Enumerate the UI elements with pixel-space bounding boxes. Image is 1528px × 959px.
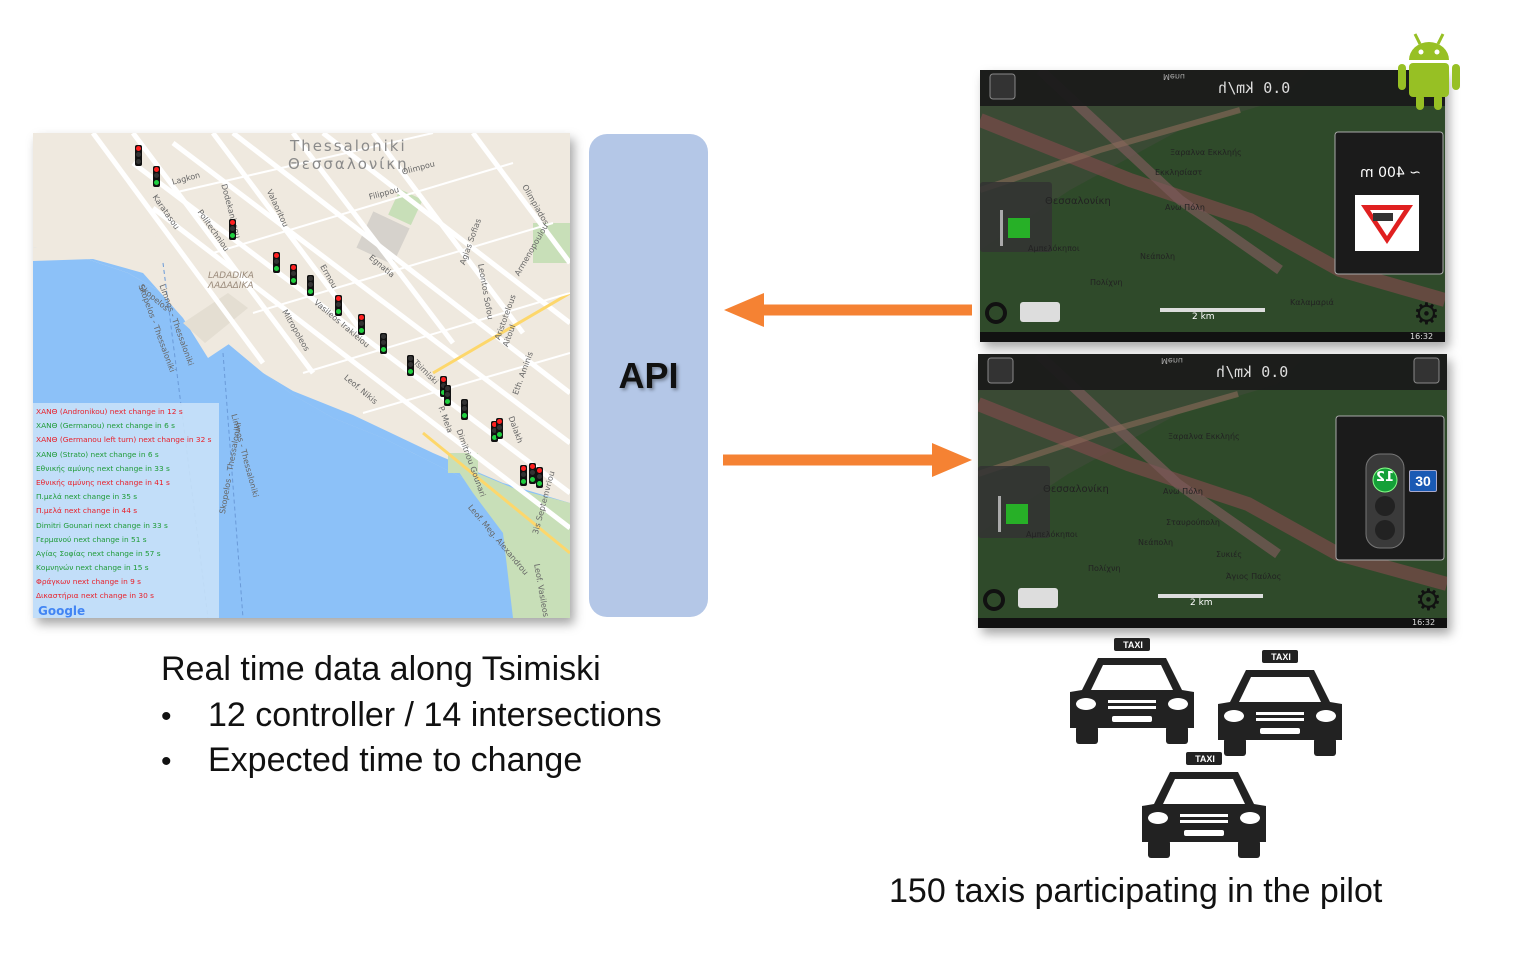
- arrow-to-api: [724, 293, 972, 327]
- map-place-label: Ανω Πόλη: [1163, 487, 1203, 496]
- traffic-light-marker[interactable]: [229, 219, 236, 240]
- bullet-dot: •: [161, 745, 172, 778]
- map-place-label: Πολίχνη: [1088, 564, 1121, 573]
- map-place-label: Συκιές: [1216, 550, 1243, 559]
- status-line: Εθνικής αμύνης next change in 33 s: [36, 463, 170, 473]
- traffic-light-marker[interactable]: [529, 463, 536, 484]
- speed-readout: 0.0 km/h: [1218, 79, 1291, 97]
- clock: 16:32: [1410, 332, 1434, 341]
- status-line: Γερμανού next change in 51 s: [36, 534, 147, 544]
- traffic-light-marker[interactable]: [290, 264, 297, 285]
- traffic-light-marker[interactable]: [335, 295, 342, 316]
- map-place-label: Θεσσαλονίκη: [1045, 196, 1111, 207]
- map-place-label: Ξαραλνα Εκκληής: [1170, 148, 1242, 157]
- traffic-light-marker[interactable]: [153, 166, 160, 187]
- district-label: LADADIKA ΛΑΔΑΔΙΚΑ: [208, 271, 254, 291]
- district-name-gr: ΛΑΔΑΔΙΚΑ: [208, 281, 254, 291]
- status-line: ΧΑΝΘ (Strato) next change in 6 s: [36, 449, 159, 459]
- status-line: Φράγκων next change in 9 s: [36, 577, 142, 587]
- clock: 16:32: [1412, 618, 1436, 627]
- map-place-label: Θεσσαλονίκη: [1043, 484, 1109, 495]
- google-logo-text: Google: [38, 604, 86, 618]
- taxi-icon: [1218, 650, 1342, 756]
- map-place-label: Αμπελόκηποι: [1028, 244, 1080, 253]
- city-name-en: Thessaloniki: [290, 137, 407, 155]
- main-caption: Real time data along Tsimiski: [161, 650, 601, 688]
- status-line: Κομνηνών next change in 15 s: [36, 563, 149, 573]
- gear-icon[interactable]: ⚙: [1415, 584, 1442, 617]
- traffic-light-marker[interactable]: [135, 145, 142, 166]
- status-line: ΧΑΝΘ (Andronikou) next change in 12 s: [36, 407, 183, 416]
- speed-limit-sign: 30: [1409, 470, 1437, 492]
- status-line: ΧΑΝΘ (Germanou) next change in 6 s: [36, 421, 175, 431]
- status-line: Εθνικής αμύνης next change in 41 s: [36, 477, 170, 487]
- status-line: Π.μελά next change in 35 s: [36, 492, 138, 502]
- signal-status-panel: ΧΑΝΘ (Andronikou) next change in 12 s ΧΑΝ…: [33, 403, 219, 618]
- map-place-label: Άγιος Παύλος: [1226, 572, 1282, 581]
- taxi-sign: TAXI: [1195, 754, 1215, 764]
- traffic-light-marker[interactable]: [496, 418, 503, 439]
- status-line: Δικαστήρια next change in 30 s: [36, 591, 154, 601]
- screen1-map: [980, 70, 1445, 342]
- screen2-map: [978, 354, 1447, 628]
- navigation-screen-2[interactable]: 0.0 km/h Menu Ξαραλνα Εκκληής Θεσσαλονίκ…: [978, 354, 1447, 628]
- light-countdown: 12: [1376, 470, 1395, 485]
- map-place-label: Ανω Πόλη: [1165, 203, 1205, 212]
- scale-label: 2 km: [1192, 312, 1215, 322]
- map-place-label: Αμπελόκηποι: [1026, 530, 1078, 539]
- warning-distance: ~ 400 m: [1360, 165, 1421, 181]
- bullet-text: 12 controller / 14 intersections: [208, 696, 662, 734]
- android-icon: [1398, 33, 1460, 110]
- arrow-to-device: [723, 443, 972, 477]
- scale-label: 2 km: [1190, 598, 1213, 608]
- traffic-light-marker[interactable]: [358, 314, 365, 335]
- status-lines: ΧΑΝΘ (Andronikou) next change in 12 s ΧΑΝ…: [33, 405, 219, 604]
- city-name-gr: Θεσσαλονίκη: [288, 155, 409, 173]
- speed-readout: 0.0 km/h: [1216, 363, 1289, 381]
- map-city-label: Thessaloniki Θεσσαλονίκη: [288, 137, 409, 173]
- traffic-light-marker[interactable]: [380, 333, 387, 354]
- district-name-en: LADADIKA: [208, 271, 254, 281]
- taxi-icon: [1142, 752, 1266, 858]
- bullet-text: Expected time to change: [208, 741, 583, 779]
- map-place-label: Καλαμαριά: [1290, 298, 1334, 307]
- status-line: Αγίας Σοφίας next change in 57 s: [36, 548, 161, 558]
- traffic-light-marker[interactable]: [444, 385, 451, 406]
- bullet-item: • Expected time to change: [161, 741, 582, 780]
- menu-label: Menu: [1163, 72, 1185, 81]
- traffic-light-marker[interactable]: [520, 465, 527, 486]
- map-place-label: Πολίχνη: [1090, 278, 1123, 287]
- traffic-map[interactable]: Thessaloniki Θεσσαλονίκη LADADIKA ΛΑΔΑΔΙ…: [33, 133, 570, 618]
- map-place-label: Νεάπολη: [1140, 252, 1176, 261]
- traffic-light-marker[interactable]: [491, 421, 498, 442]
- taxi-group: TAXI TAXI TAXI: [1070, 638, 1342, 858]
- taxi-sign: TAXI: [1123, 640, 1143, 650]
- navigation-screen-1[interactable]: 0.0 km/h Menu Ξαραλνα Εκκληής Εκκλησίαστ…: [980, 70, 1445, 342]
- traffic-light-marker[interactable]: [307, 275, 314, 296]
- google-logo: Google: [38, 604, 85, 618]
- taxi-caption: 150 taxis participating in the pilot: [889, 872, 1383, 910]
- menu-label: Menu: [1161, 356, 1183, 365]
- map-place-label: Νεάπολη: [1138, 538, 1174, 547]
- traffic-light-marker[interactable]: [273, 252, 280, 273]
- taxi-icon: [1070, 638, 1194, 744]
- traffic-light-marker[interactable]: [440, 376, 447, 397]
- traffic-light-marker[interactable]: [407, 355, 414, 376]
- api-label: API: [618, 355, 679, 396]
- api-box: [589, 134, 708, 617]
- bullet-dot: •: [161, 700, 172, 733]
- map-place-label: Ξαραλνα Εκκληής: [1168, 432, 1240, 441]
- arrow-head: [724, 293, 764, 327]
- gear-icon[interactable]: ⚙: [1413, 298, 1440, 331]
- map-place-label: Εκκλησίαστ: [1155, 168, 1203, 177]
- status-line: Dimitri Gounari next change in 33 s: [36, 520, 168, 530]
- traffic-light-marker[interactable]: [461, 399, 468, 420]
- arrow-head: [932, 443, 972, 477]
- traffic-light-marker[interactable]: [536, 467, 543, 488]
- bullet-item: • 12 controller / 14 intersections: [161, 696, 662, 735]
- status-line: Π.μελά next change in 44 s: [36, 506, 138, 516]
- map-place-label: Σταυρούπολη: [1166, 518, 1220, 527]
- taxi-sign: TAXI: [1271, 652, 1291, 662]
- status-line: ΧΑΝΘ (Germanou left turn) next change in…: [36, 435, 212, 445]
